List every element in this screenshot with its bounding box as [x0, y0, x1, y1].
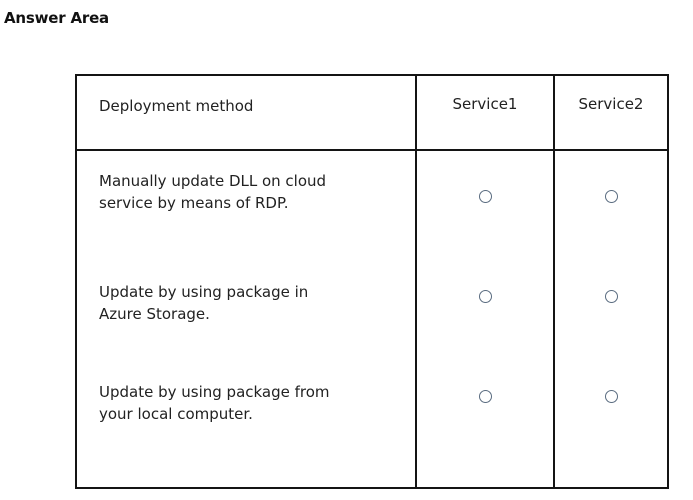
service2-column	[555, 151, 667, 489]
service2-local-computer-radio[interactable]	[605, 390, 618, 403]
service2-azure-storage-radio[interactable]	[605, 290, 618, 303]
service1-rdp-radio[interactable]	[479, 190, 492, 203]
service1-azure-storage-radio[interactable]	[479, 290, 492, 303]
service1-column	[417, 151, 555, 489]
header-service2: Service2	[578, 95, 644, 113]
answer-area-title: Answer Area	[4, 9, 109, 27]
header-service1: Service1	[452, 95, 518, 113]
table-row-method-azure-storage: Update by using package in Azure Storage…	[99, 281, 399, 325]
method-line: Update by using package from	[99, 383, 330, 401]
header-method-cell: Deployment method	[77, 76, 417, 151]
table-row-method-rdp: Manually update DLL on cloud service by …	[99, 170, 399, 214]
methods-column: Manually update DLL on cloud service by …	[77, 151, 417, 489]
service1-local-computer-radio[interactable]	[479, 390, 492, 403]
table-row-method-local-computer: Update by using package from your local …	[99, 381, 399, 425]
method-line: your local computer.	[99, 405, 253, 423]
method-line: service by means of RDP.	[99, 194, 289, 212]
header-deployment-method: Deployment method	[99, 97, 254, 115]
header-service2-cell: Service2	[555, 76, 667, 151]
method-line: Azure Storage.	[99, 305, 210, 323]
service2-rdp-radio[interactable]	[605, 190, 618, 203]
method-line: Manually update DLL on cloud	[99, 172, 327, 190]
method-line: Update by using package in	[99, 283, 309, 301]
header-service1-cell: Service1	[417, 76, 555, 151]
answer-table: Deployment method Service1 Service2 Manu…	[75, 74, 669, 489]
